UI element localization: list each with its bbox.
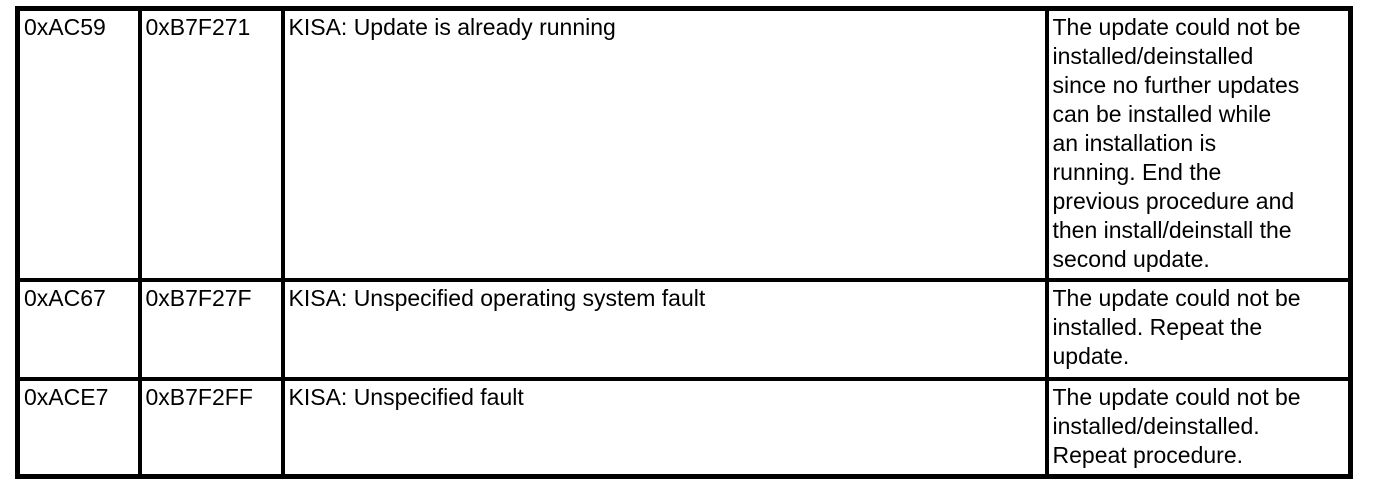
table-row: 0xAC67 0xB7F27F KISA: Unspecified operat…: [15, 277, 1353, 381]
table-row: 0xAC59 0xB7F271 KISA: Update is already …: [15, 6, 1353, 282]
remedy-cell: The update could not be installed. Repea…: [1044, 277, 1353, 381]
table-row: 0xACE7 0xB7F2FF KISA: Unspecified fault …: [15, 376, 1353, 479]
description-cell: KISA: Unspecified operating system fault: [280, 277, 1049, 381]
description-cell: KISA: Update is already running: [280, 6, 1049, 282]
extended-code-cell: 0xB7F2FF: [137, 376, 285, 479]
extended-code-cell: 0xB7F271: [137, 6, 285, 282]
error-code-table: 0xAC59 0xB7F271 KISA: Update is already …: [15, 6, 1353, 479]
error-code-cell: 0xACE7: [15, 376, 142, 479]
remedy-cell: The update could not be installed/deinst…: [1044, 6, 1353, 282]
remedy-cell: The update could not be installed/deinst…: [1044, 376, 1353, 479]
error-code-cell: 0xAC59: [15, 6, 142, 282]
description-cell: KISA: Unspecified fault: [280, 376, 1049, 479]
extended-code-cell: 0xB7F27F: [137, 277, 285, 381]
error-code-cell: 0xAC67: [15, 277, 142, 381]
